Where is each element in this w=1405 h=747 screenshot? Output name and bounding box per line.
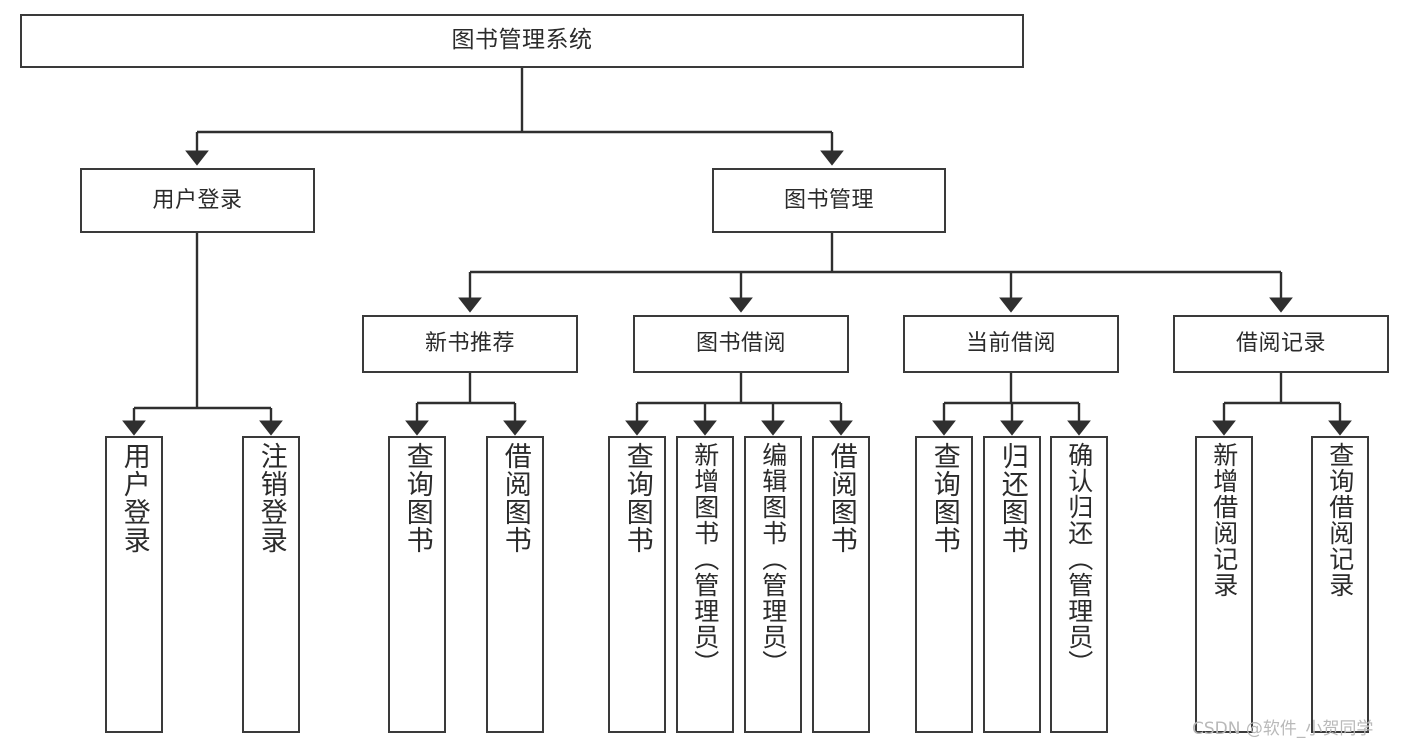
node-current-borrow[interactable]: 当前借阅 — [903, 315, 1119, 373]
node-root-system[interactable]: 图书管理系统 — [20, 14, 1024, 68]
node-label: 确认归还（管理员） — [1064, 442, 1094, 676]
node-label: 新书推荐 — [424, 331, 515, 357]
node-label: 查询图书 — [401, 442, 433, 554]
node-label: 借阅图书 — [825, 442, 857, 554]
node-label: 新增图书（管理员） — [690, 442, 720, 676]
leaf-user-login-login[interactable]: 用户登录 — [105, 436, 163, 733]
leaf-current-borrow-query[interactable]: 查询图书 — [915, 436, 973, 733]
node-label: 用户登录 — [152, 187, 243, 213]
node-label: 图书管理 — [783, 187, 874, 213]
node-label: 注销登录 — [255, 442, 287, 554]
node-label: 编辑图书（管理员） — [758, 442, 788, 676]
node-new-book-recommend[interactable]: 新书推荐 — [362, 315, 578, 373]
leaf-book-borrow-edit-admin[interactable]: 编辑图书（管理员） — [744, 436, 802, 733]
node-user-login[interactable]: 用户登录 — [80, 168, 315, 233]
node-label: 借阅记录 — [1235, 331, 1326, 357]
leaf-new-book-borrow[interactable]: 借阅图书 — [486, 436, 544, 733]
node-label: 查询图书 — [621, 442, 653, 554]
leaf-borrow-record-query[interactable]: 查询借阅记录 — [1311, 436, 1369, 733]
node-borrow-record[interactable]: 借阅记录 — [1173, 315, 1389, 373]
node-label: 图书管理系统 — [451, 27, 593, 54]
leaf-new-book-query[interactable]: 查询图书 — [388, 436, 446, 733]
node-book-management[interactable]: 图书管理 — [712, 168, 946, 233]
leaf-book-borrow-query[interactable]: 查询图书 — [608, 436, 666, 733]
leaf-current-borrow-return[interactable]: 归还图书 — [983, 436, 1041, 733]
node-label: 借阅图书 — [499, 442, 531, 554]
csdn-watermark: CSDN @软件_小贺同学 — [1192, 719, 1374, 739]
node-label: 归还图书 — [996, 442, 1028, 554]
node-label: 查询借阅记录 — [1325, 442, 1355, 598]
leaf-book-borrow-add-admin[interactable]: 新增图书（管理员） — [676, 436, 734, 733]
node-label: 当前借阅 — [965, 331, 1056, 357]
node-label: 新增借阅记录 — [1209, 442, 1239, 598]
node-label: 查询图书 — [928, 442, 960, 554]
leaf-current-borrow-confirm-admin[interactable]: 确认归还（管理员） — [1050, 436, 1108, 733]
node-label: 用户登录 — [118, 442, 150, 554]
leaf-borrow-record-add[interactable]: 新增借阅记录 — [1195, 436, 1253, 733]
node-label: 图书借阅 — [695, 331, 786, 357]
node-book-borrow[interactable]: 图书借阅 — [633, 315, 849, 373]
leaf-book-borrow-borrow[interactable]: 借阅图书 — [812, 436, 870, 733]
leaf-user-login-logout[interactable]: 注销登录 — [242, 436, 300, 733]
